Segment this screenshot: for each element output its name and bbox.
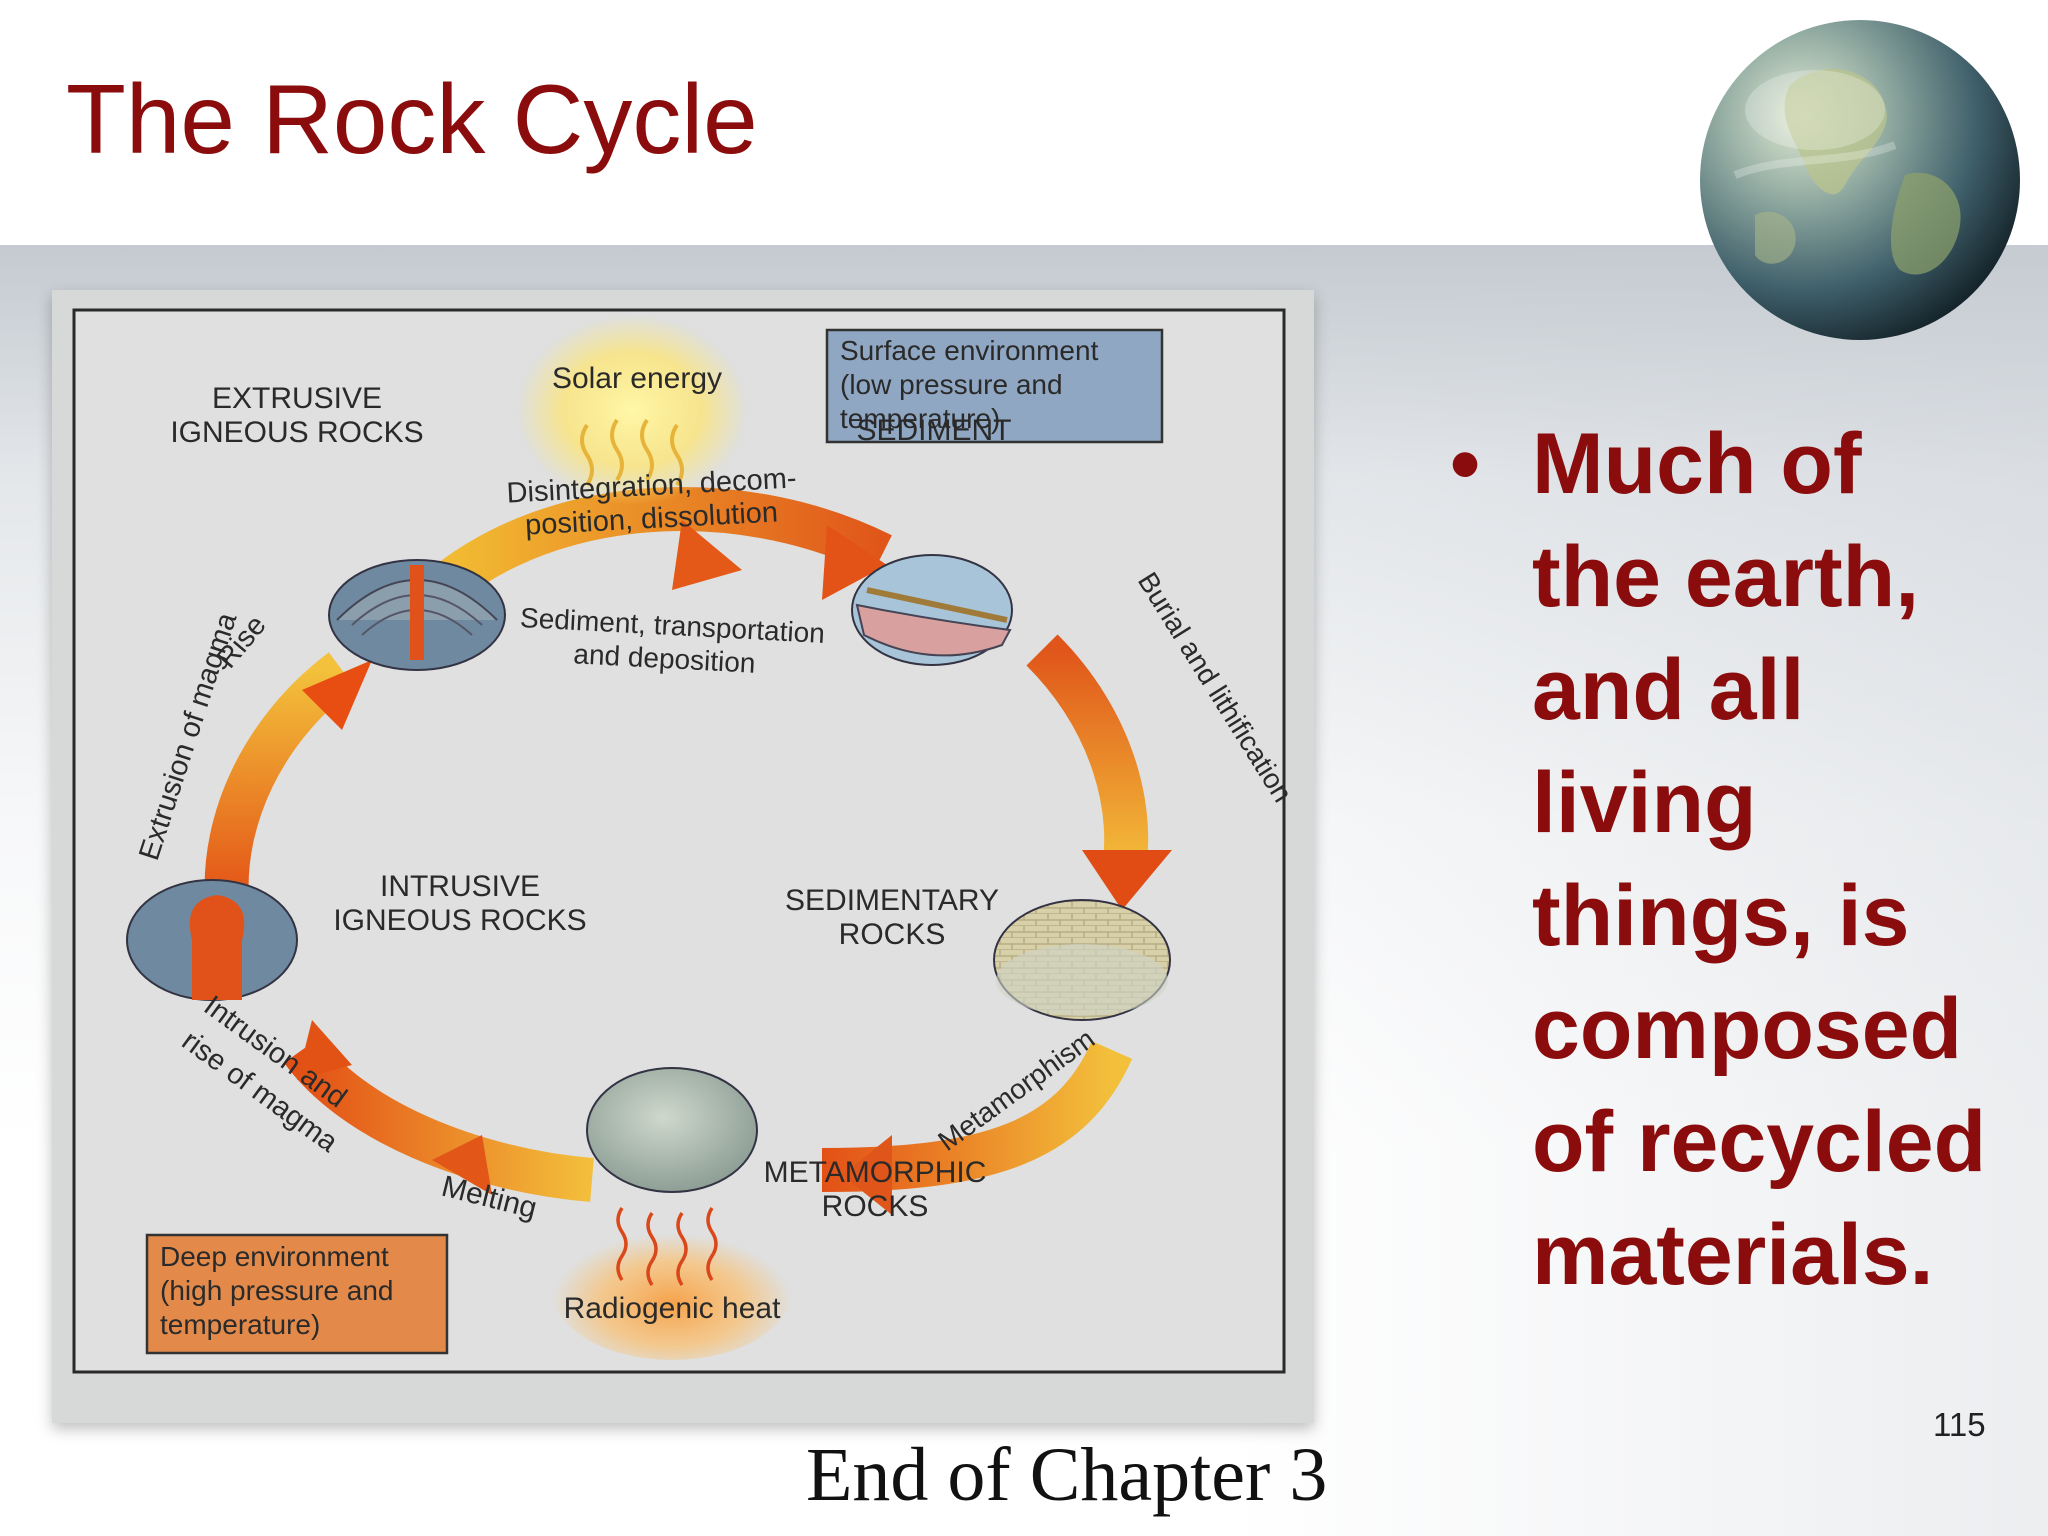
solar-rays [580, 418, 684, 487]
arrow-head-bottom-left-1 [432, 1135, 492, 1195]
label-radiogenic-heat: Radiogenic heat [564, 1292, 781, 1325]
intrusive-node [126, 879, 298, 1001]
cycle-arrows [204, 487, 1172, 1215]
deep-environment-box [145, 1233, 449, 1355]
label-metamorphic-1: METAMORPHIC [764, 1156, 987, 1189]
label-metamorphic-2: ROCKS [822, 1190, 929, 1223]
surface-box-line-3: temperature) [840, 403, 1000, 434]
rock-cycle-diagram: Solar energy Surface environment (low pr… [72, 308, 1298, 1374]
deep-box-line-3: temperature) [160, 1309, 320, 1340]
bullet-item: • Much of the earth, and all living thin… [1450, 408, 2040, 1312]
surface-box-line-1: Surface environment [840, 335, 1099, 366]
sedimentary-node [993, 899, 1171, 1021]
surface-box-line-2: (low pressure and [840, 369, 1063, 400]
bullet-list: • Much of the earth, and all living thin… [1450, 408, 2040, 1312]
bullet-line: materials. [1532, 1207, 1934, 1303]
deep-box-line-1: Deep environment [160, 1241, 389, 1272]
bullet-line: living [1532, 755, 1757, 851]
solar-glow [517, 315, 747, 505]
bullet-line: of recycled [1532, 1094, 1987, 1190]
sediment-node [851, 554, 1013, 666]
slide-title: The Rock Cycle [66, 64, 758, 174]
label-intrusive-1: INTRUSIVE [380, 870, 540, 903]
arrow-head-top-2 [822, 525, 887, 600]
bullet-line: composed [1532, 981, 1963, 1077]
bullet-line: Much of [1532, 416, 1862, 512]
bullet-line: and all [1532, 642, 1805, 738]
deep-box-line-2: (high pressure and [160, 1275, 393, 1306]
arrow-head-left [302, 660, 372, 730]
slide-caption: End of Chapter 3 [806, 1433, 1328, 1517]
heat-rays [616, 1207, 718, 1286]
arrow-head-bottom-left-2 [297, 1020, 352, 1080]
arrow-head-top-1 [672, 520, 742, 590]
radiogenic-glow [552, 1220, 792, 1360]
label-solar-energy: Solar energy [552, 362, 722, 395]
label-sedimentary-2: ROCKS [839, 918, 946, 951]
label-extrusive-1: EXTRUSIVE [212, 382, 382, 415]
bullet-line: things, is [1532, 868, 1910, 964]
extrusive-node [328, 559, 506, 671]
earth-globe-image [1700, 20, 2020, 340]
label-sediment: SEDIMENT [856, 414, 1011, 447]
slide-number: 115 [1933, 1406, 1986, 1443]
bullet-line: the earth, [1532, 529, 1920, 625]
arrow-head-bottom-right [842, 1135, 892, 1215]
label-sedimentary-1: SEDIMENTARY [785, 884, 999, 917]
label-intrusive-2: IGNEOUS ROCKS [333, 904, 586, 937]
metamorphic-node [586, 1067, 758, 1193]
bullet-dot: • [1450, 416, 1481, 512]
label-extrusive-2: IGNEOUS ROCKS [170, 416, 423, 449]
arrow-head-right [1082, 850, 1172, 910]
surface-environment-box [825, 328, 1164, 444]
